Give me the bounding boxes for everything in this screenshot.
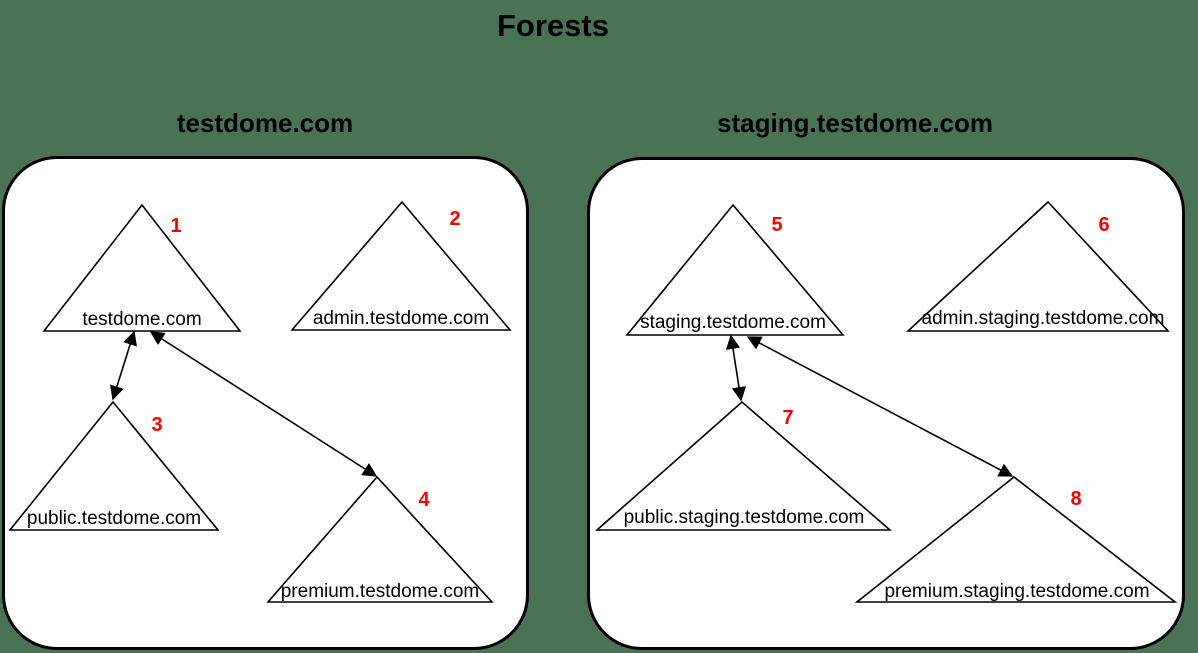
tree-triangle-8 bbox=[854, 475, 1178, 603]
tree-number-1: 1 bbox=[170, 215, 181, 237]
trust-arrow-5-7 bbox=[725, 334, 747, 402]
forest-header-staging-testdome: staging.testdome.com bbox=[717, 108, 993, 138]
domain-label-2: admin.testdome.com bbox=[313, 308, 489, 329]
tree-triangle-6 bbox=[905, 200, 1170, 332]
tree-number-8: 8 bbox=[1070, 488, 1081, 510]
forest-header-testdome: testdome.com bbox=[176, 108, 354, 138]
domain-label-3: public.testdome.com bbox=[27, 508, 201, 529]
domain-label-5: staging.testdome.com bbox=[640, 312, 826, 333]
trust-arrow-1-4 bbox=[149, 331, 378, 477]
tree-number-4: 4 bbox=[418, 489, 430, 511]
tree-number-6: 6 bbox=[1098, 214, 1109, 236]
tree-number-5: 5 bbox=[771, 214, 782, 236]
domain-label-6: admin.staging.testdome.com bbox=[922, 308, 1165, 329]
trust-arrow-1-3 bbox=[110, 330, 137, 401]
tree-triangle-4 bbox=[266, 475, 494, 603]
tree-number-3: 3 bbox=[151, 414, 162, 436]
tree-number-7: 7 bbox=[782, 407, 793, 429]
trust-arrow-5-8 bbox=[746, 336, 1014, 477]
tree-number-2: 2 bbox=[449, 208, 460, 230]
diagram-title: Forests bbox=[497, 8, 609, 43]
domain-label-8: premium.staging.testdome.com bbox=[884, 581, 1149, 602]
domain-label-4: premium.testdome.com bbox=[281, 581, 480, 602]
tree-triangle-1 bbox=[42, 203, 242, 332]
domain-label-1: testdome.com bbox=[82, 309, 201, 330]
domain-label-7: public.staging.testdome.com bbox=[624, 507, 865, 528]
tree-triangle-2 bbox=[290, 200, 512, 331]
